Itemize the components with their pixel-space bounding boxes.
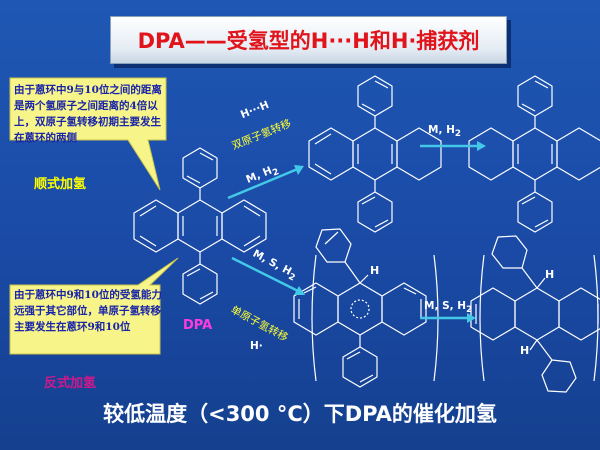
lower-step2-cond-text: M, S, H (424, 300, 467, 312)
arrow-lower-1 (231, 256, 305, 295)
upper-step2-cond-sub: 2 (454, 129, 461, 140)
product-h-atom-bottom: H (520, 344, 530, 357)
page-title-text: DPA——受氢型的H···H和H·捕获剂 (137, 29, 480, 53)
trans-callout-bubble (9, 257, 179, 355)
upper-intermediate-structure (308, 75, 442, 233)
upper-step2-cond-text: M, H (428, 124, 455, 136)
upper-step2-condition: M, H2 (428, 124, 461, 139)
arrow-lower-2 (420, 313, 476, 323)
cis-note-text: 由于蒽环中9与10位之间的距离是两个氢原子之间距离的4倍以上，双原子氢转移初期主… (14, 84, 162, 144)
trans-note-text: 由于蒽环中9和10位的受氢能力远强于其它部位，单原子氢转移主要发生在蒽环9和10… (14, 289, 162, 333)
lower-product-structure (470, 235, 600, 393)
trans-hydrogenation-label: 反式加氢 (44, 376, 97, 391)
cis-hydrogenation-label: 顺式加氢 (34, 177, 87, 192)
arrow-upper-1 (227, 165, 304, 200)
radical-h-atom: H (370, 264, 380, 277)
dpa-label: DPA (183, 318, 213, 333)
lower-step1-species: H· (250, 340, 263, 352)
arrow-upper-2 (420, 141, 486, 151)
cis-callout-bubble (9, 77, 167, 191)
dpa-structure (133, 147, 267, 305)
upper-product-structure (468, 75, 600, 233)
lower-step2-cond-sub: 2 (466, 305, 473, 316)
reaction-arrows (227, 141, 486, 323)
product-h-atom-top: H (545, 268, 555, 281)
bottom-caption: 较低温度（<300 °C）下DPA的催化加氢 (103, 402, 497, 426)
page-title: DPA——受氢型的H···H和H·捕获剂 (110, 16, 507, 64)
lower-intermediate-structure (293, 228, 439, 388)
lower-step2-condition: M, S, H2 (424, 300, 472, 315)
